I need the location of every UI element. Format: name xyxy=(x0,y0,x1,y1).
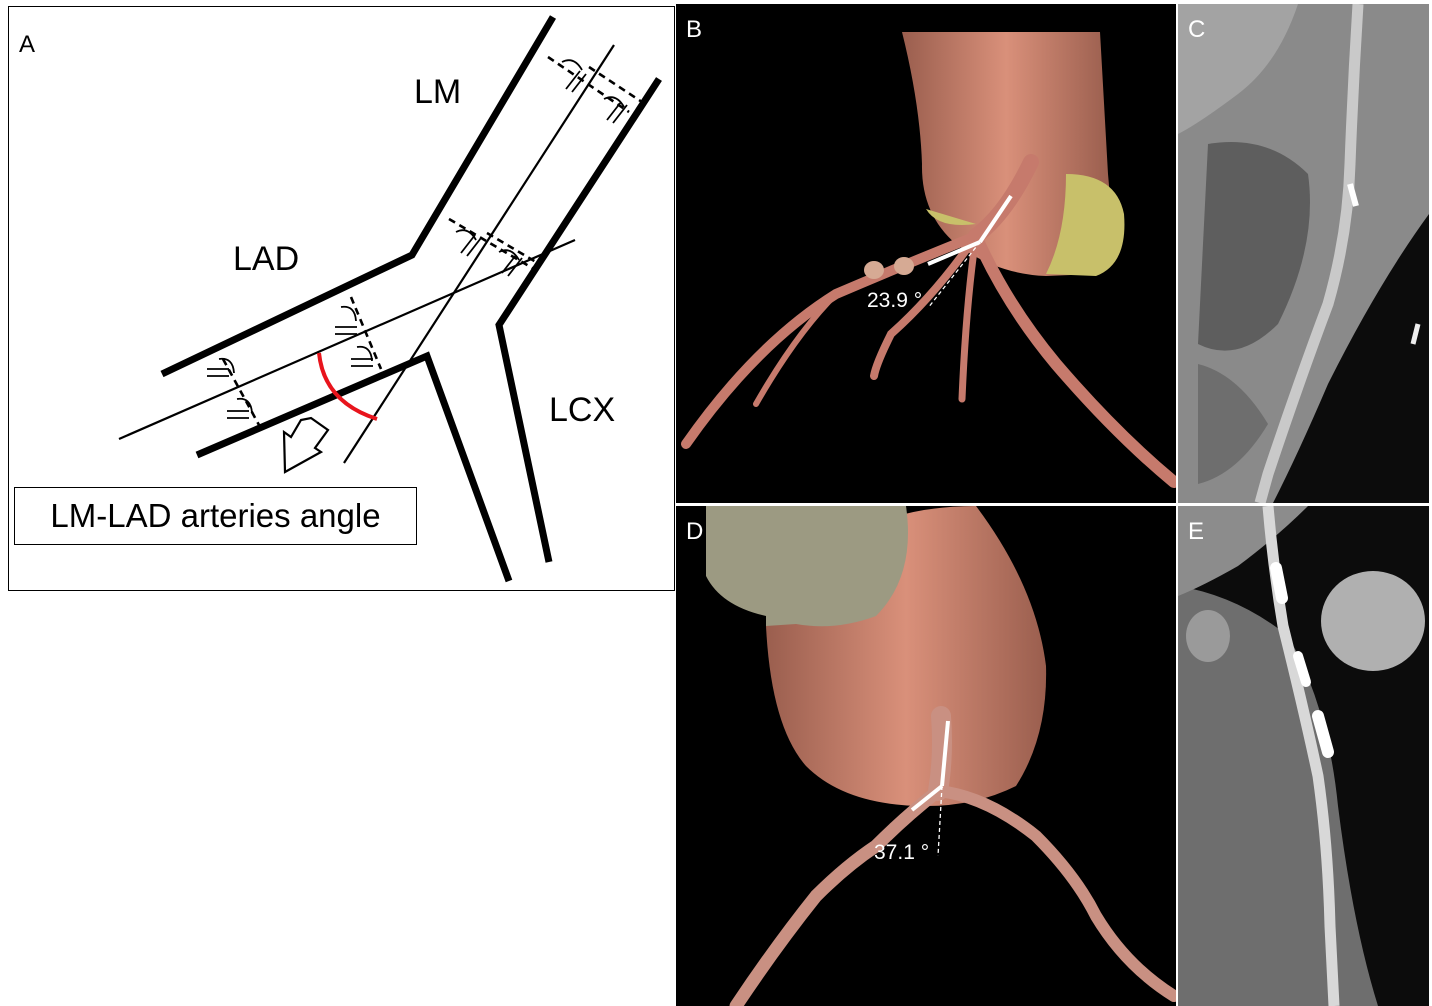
panel-label-d: D xyxy=(686,518,703,546)
panel-label-a: A xyxy=(19,31,35,59)
ct-image-e xyxy=(1178,506,1429,1006)
lm-label: LM xyxy=(414,73,461,111)
lad-label: LAD xyxy=(233,240,299,278)
rendered-coronary-tree-b: 23.9 ° xyxy=(676,4,1176,503)
panel-label-b: B xyxy=(686,16,702,44)
volume-render-b: B 23.9 ° xyxy=(676,4,1176,503)
ct-mpr-e: E xyxy=(1178,506,1429,1006)
ct-mpr-c: C xyxy=(1178,4,1429,503)
lad-centerline xyxy=(119,240,575,439)
lm-lad-outer-wall xyxy=(162,17,553,374)
angle-value-d: 37.1 ° xyxy=(874,841,929,864)
panel-label-c: C xyxy=(1188,16,1205,44)
calcification-1 xyxy=(1276,568,1282,598)
angle-value-b: 23.9 ° xyxy=(867,289,922,312)
lcx-label: LCX xyxy=(549,391,615,429)
ct-image-c xyxy=(1178,4,1429,503)
volume-render-d: D 37.1 ° xyxy=(676,506,1176,1006)
rendered-coronary-tree-d: 37.1 ° xyxy=(676,506,1176,1006)
lad-lcx-carina-wall xyxy=(197,356,509,581)
pointer-arrow xyxy=(284,418,328,472)
schematic-panel: A xyxy=(8,6,675,591)
lm-lad-angle-arc xyxy=(319,353,377,419)
lm-lcx-outer-wall xyxy=(499,79,659,562)
aortic-cross-section xyxy=(706,506,908,626)
angle-caption: LM-LAD arteries angle xyxy=(14,487,417,545)
panel-label-e: E xyxy=(1188,518,1204,546)
